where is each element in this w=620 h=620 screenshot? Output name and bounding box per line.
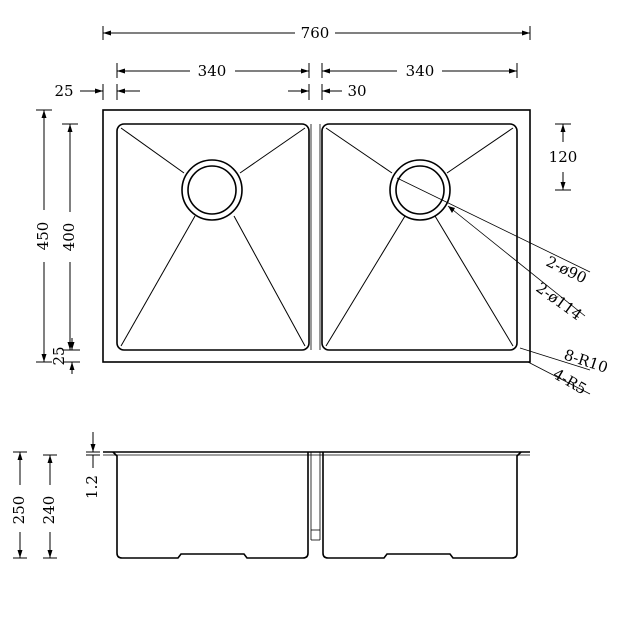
dim-flange-thickness: 1.2	[83, 432, 101, 499]
dim-bottom-margin: 25	[50, 338, 80, 374]
dim-overall-height: 250	[10, 451, 28, 559]
drain-hole-label: 2-ø90	[543, 252, 589, 287]
side-view: 1.2 250 240	[10, 432, 530, 559]
overall-depth-label: 450	[34, 222, 52, 251]
bottom-margin-label: 25	[50, 346, 68, 365]
dim-bowl-depth: 400	[60, 123, 78, 351]
left-margin-label: 25	[54, 82, 73, 100]
dim-drain-offset: 120	[549, 123, 578, 191]
right-bowl-profile	[322, 451, 522, 559]
right-bowl	[321, 123, 518, 351]
flange-thickness-label: 1.2	[83, 475, 101, 499]
dim-overall-depth: 450	[34, 109, 52, 363]
divider-width-label: 30	[347, 82, 366, 100]
right-drain	[389, 159, 451, 221]
dim-right-bowl-width: 340	[321, 62, 518, 80]
overall-width-label: 760	[301, 24, 330, 42]
dim-overall-width: 760	[102, 24, 531, 42]
callout-drain-hole: 2-ø90	[396, 177, 591, 287]
top-view: 760 340 340 25	[34, 24, 610, 398]
sink-outline	[102, 109, 531, 363]
right-bowl-slopes	[325, 127, 514, 347]
left-bowl-width-label: 340	[198, 62, 227, 80]
right-bowl-width-label: 340	[406, 62, 435, 80]
left-bowl-slopes	[120, 127, 306, 347]
drain-offset-label: 120	[549, 148, 578, 166]
dim-left-margin: 25	[54, 82, 140, 100]
left-bowl-profile	[112, 451, 309, 559]
left-bowl	[116, 123, 310, 351]
dim-divider-width: 30	[288, 82, 367, 100]
overall-height-label: 250	[10, 496, 28, 525]
bowl-depth-label: 400	[60, 223, 78, 252]
dim-bowl-height: 240	[40, 454, 58, 559]
dim-left-bowl-width: 340	[116, 62, 310, 80]
drain-flange-label: 2-ø114	[533, 279, 586, 324]
bowl-height-label: 240	[40, 496, 58, 525]
left-drain	[181, 159, 243, 221]
